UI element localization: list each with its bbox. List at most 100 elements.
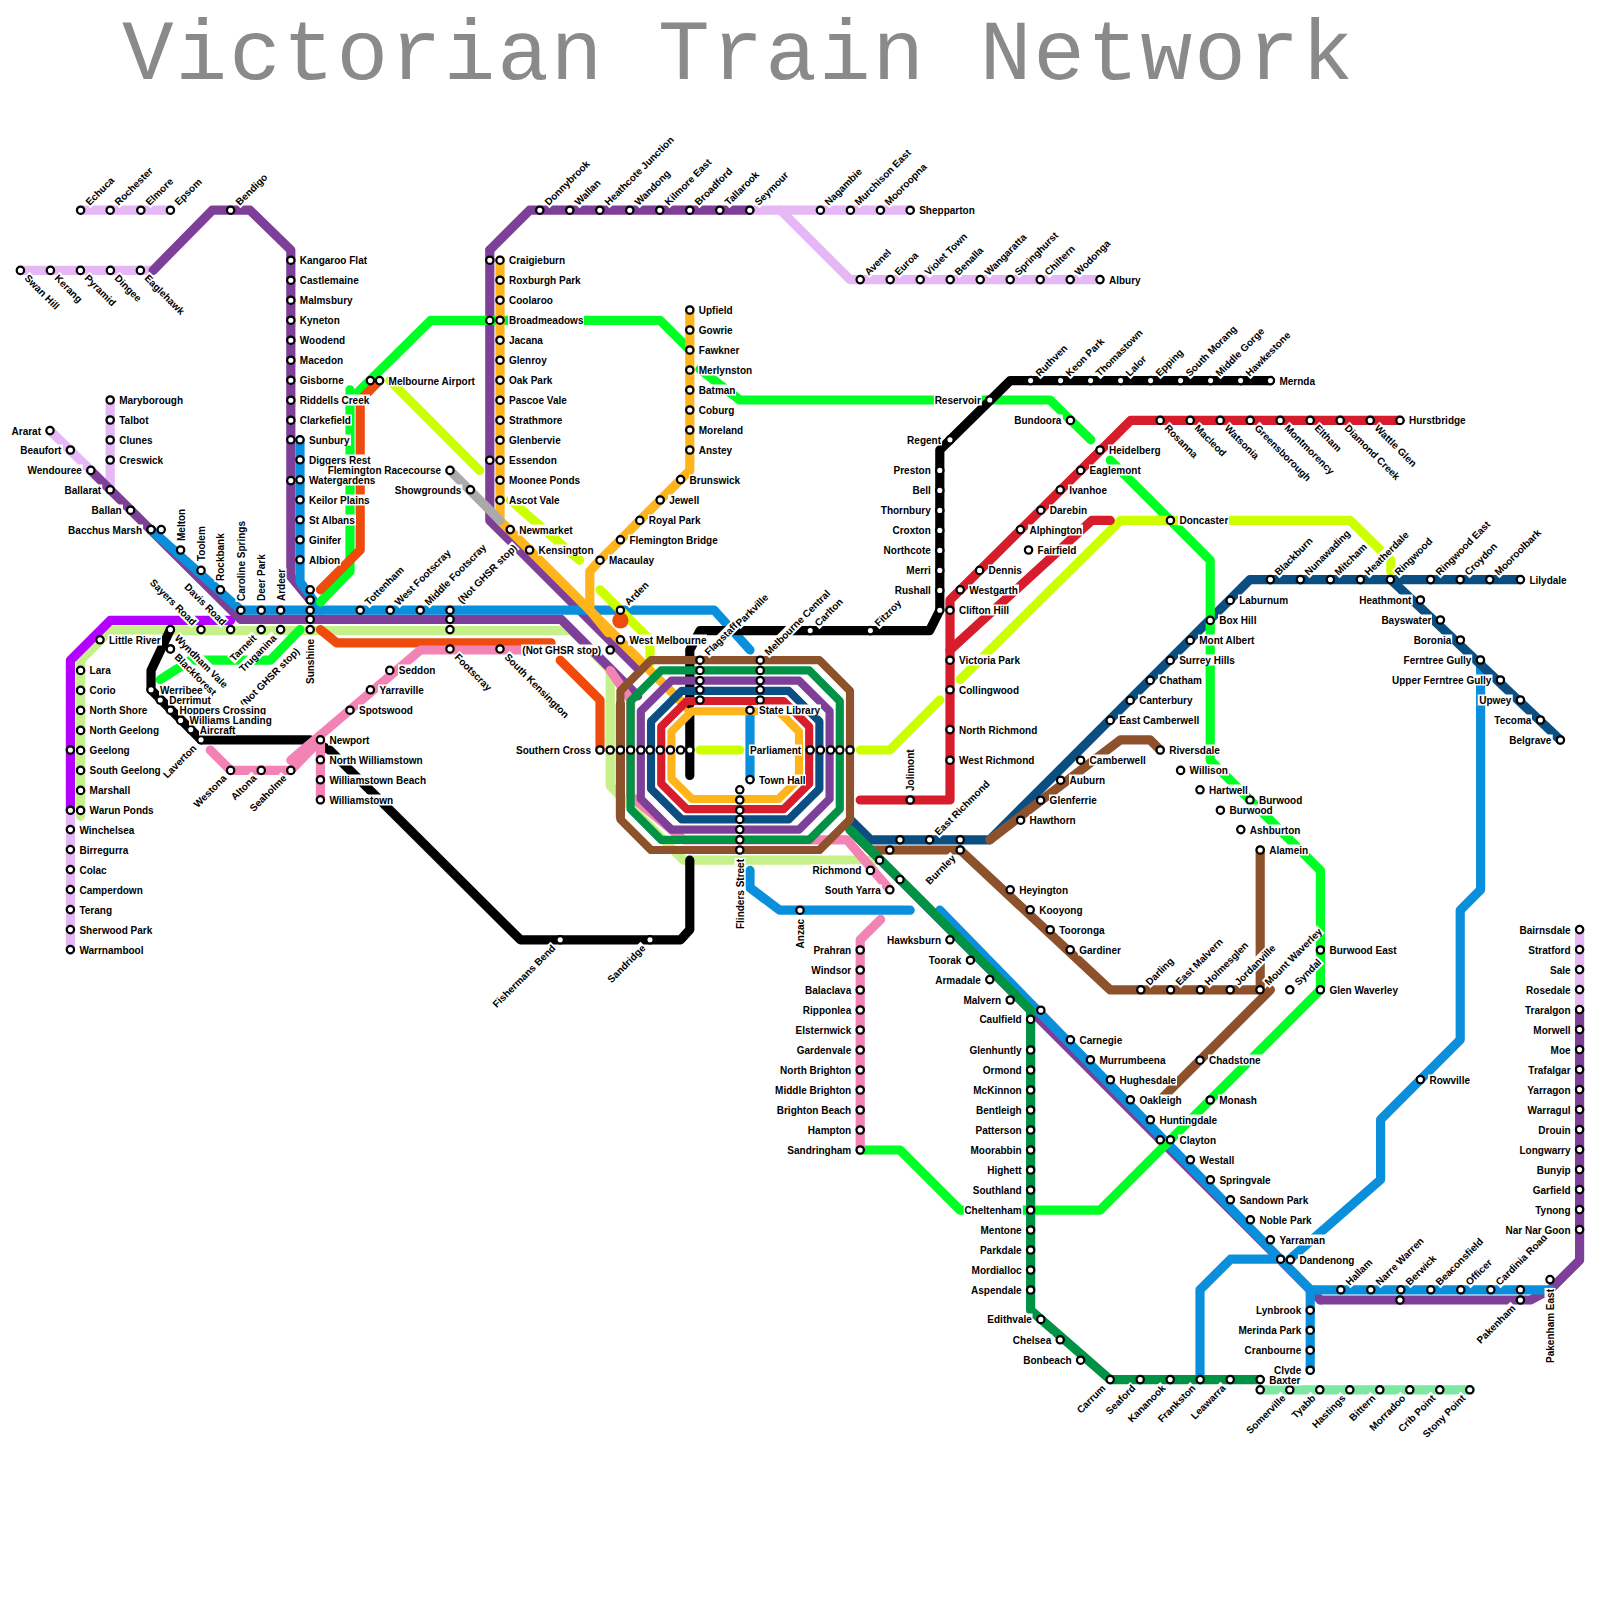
station-dot xyxy=(287,436,294,443)
station-dot xyxy=(1427,576,1434,583)
station-label: Wendouree xyxy=(27,465,83,476)
station-label: Mooroolbark xyxy=(1492,526,1544,578)
station-label: Creswick xyxy=(118,455,164,466)
station-dot xyxy=(317,756,324,763)
station-label: Kooyong xyxy=(1038,904,1083,915)
station-dot xyxy=(446,616,453,623)
station-label: Willison xyxy=(1189,765,1229,776)
station-dot xyxy=(1277,1256,1284,1263)
station-dot xyxy=(936,487,943,494)
station-label: Talbot xyxy=(118,415,149,426)
station-dot xyxy=(197,567,204,574)
station-dot xyxy=(1517,696,1524,703)
station-dot xyxy=(867,627,874,634)
station-dot xyxy=(77,667,84,674)
station-dot xyxy=(1457,576,1464,583)
station-label: Lynbrook xyxy=(1255,1305,1302,1316)
station-label: Bacchus Marsh xyxy=(67,524,143,535)
line-group xyxy=(620,660,850,850)
station-label: Pakenham xyxy=(1474,1302,1519,1347)
station-dot xyxy=(836,746,843,753)
station-label: Little River xyxy=(108,634,162,645)
station-dot xyxy=(107,207,114,214)
station-label: Glen Waverley xyxy=(1328,984,1399,995)
station-dot xyxy=(1486,576,1493,583)
rail-line xyxy=(641,681,830,830)
station-dot xyxy=(287,317,294,324)
station-dot xyxy=(77,727,84,734)
station-label: Clarkefield xyxy=(299,415,352,426)
station-dot xyxy=(957,836,964,843)
station-label: Merri xyxy=(905,565,931,576)
station-label: Southern Cross xyxy=(515,745,592,756)
station-label: Epsom xyxy=(172,176,205,209)
station-dot xyxy=(1576,926,1583,933)
station-dot xyxy=(596,557,603,564)
station-label: Williamstown xyxy=(328,794,394,805)
station-dot xyxy=(496,437,503,444)
station-dot xyxy=(158,526,165,533)
station-dot xyxy=(857,1126,864,1133)
station-dot xyxy=(67,846,74,853)
station-label: North Shore xyxy=(89,705,149,716)
station-label: Diggers Rest xyxy=(308,454,372,465)
station-label: Morwell xyxy=(1532,1024,1571,1035)
station-dot xyxy=(1027,1286,1034,1293)
station-dot xyxy=(566,207,573,214)
station-dot xyxy=(147,526,154,533)
station-label: Flagstaff xyxy=(702,620,741,659)
station-dot xyxy=(1576,1186,1583,1193)
station-dot xyxy=(957,846,964,853)
station-label: Northcote xyxy=(883,545,932,556)
station-dot xyxy=(1207,1096,1214,1103)
station-dot xyxy=(1576,986,1583,993)
station-dot xyxy=(417,607,424,614)
station-dot xyxy=(307,616,314,623)
station-dot xyxy=(857,946,864,953)
station-label: Rushall xyxy=(894,585,932,596)
station-dot xyxy=(167,645,174,652)
station-dot xyxy=(696,667,703,674)
station-label: Deer Park xyxy=(256,554,267,603)
station-label: Bayswater xyxy=(1380,615,1432,626)
station-dot xyxy=(46,427,53,434)
station-label: Aspendale xyxy=(970,1285,1023,1296)
station-dot xyxy=(936,527,943,534)
station-dot xyxy=(167,707,174,714)
station-dot xyxy=(1027,1046,1034,1053)
station-label: Tyabb xyxy=(1289,1392,1318,1421)
rail-line xyxy=(390,381,480,471)
station-label: Glenroy xyxy=(508,355,548,366)
station-dot xyxy=(1167,1376,1174,1383)
station-dot xyxy=(1077,467,1084,474)
station-label: Pascoe Vale xyxy=(508,395,568,406)
station-dot xyxy=(736,846,743,853)
station-label: Westona xyxy=(190,772,229,811)
station-label: Glenhuntly xyxy=(968,1045,1022,1056)
station-label: Watergardens xyxy=(308,474,376,485)
station-dot xyxy=(486,317,493,324)
station-label: Lilydale xyxy=(1528,574,1567,585)
station-dot xyxy=(886,886,893,893)
station-dot xyxy=(967,957,974,964)
line-group xyxy=(17,207,1584,1394)
station-dot xyxy=(1257,846,1264,853)
station-dot xyxy=(496,457,503,464)
station-dot xyxy=(1517,1296,1524,1303)
station-dot xyxy=(127,507,134,514)
station-label: Corio xyxy=(89,685,117,696)
station-label: Chatham xyxy=(1158,675,1203,686)
station-dot xyxy=(237,607,244,614)
station-dot xyxy=(177,717,184,724)
rail-line xyxy=(860,919,880,1150)
station-label: Birregurra xyxy=(78,844,129,855)
station-label: Elsternwick xyxy=(795,1025,853,1036)
station-dot xyxy=(307,626,314,633)
station-dot xyxy=(258,607,265,614)
station-dot xyxy=(1537,716,1544,723)
station-label: Batman xyxy=(698,385,737,396)
station-label: Oakleigh xyxy=(1138,1094,1182,1105)
station-dot xyxy=(287,397,294,404)
station-label: St Albans xyxy=(308,514,356,525)
station-label: Ripponlea xyxy=(802,1005,852,1016)
